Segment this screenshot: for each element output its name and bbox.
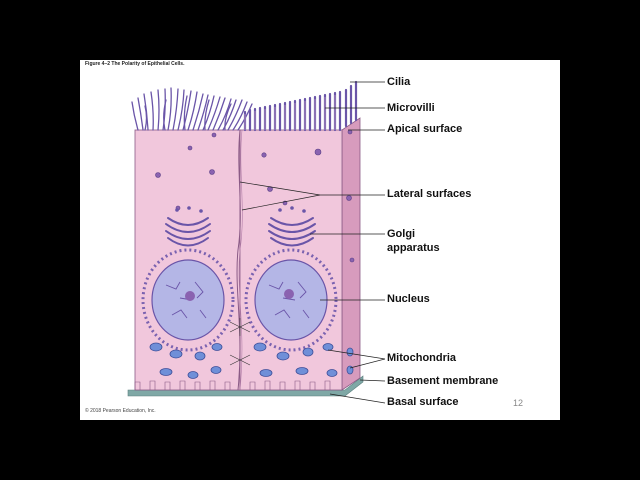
label-golgi: Golgi xyxy=(387,228,415,241)
microvilli xyxy=(245,82,356,130)
nucleus-right xyxy=(255,260,327,340)
epithelial-cells-diagram xyxy=(80,60,560,420)
cilia xyxy=(132,88,252,130)
label-microvilli: Microvilli xyxy=(387,102,435,115)
label-basal-surface: Basal surface xyxy=(387,396,459,409)
label-basement-membrane: Basement membrane xyxy=(387,375,498,388)
nucleus-left xyxy=(152,260,224,340)
copyright-notice: © 2018 Pearson Education, Inc. xyxy=(85,408,156,414)
page-number: 12 xyxy=(513,398,523,408)
slide: Figure 4–2 The Polarity of Epithelial Ce… xyxy=(80,60,560,420)
label-lateral-surfaces: Lateral surfaces xyxy=(387,188,471,201)
label-mitochondria: Mitochondria xyxy=(387,352,456,365)
label-apical-surface: Apical surface xyxy=(387,123,462,136)
label-nucleus: Nucleus xyxy=(387,293,430,306)
label-golgi-apparatus: apparatus xyxy=(387,242,440,255)
label-cilia: Cilia xyxy=(387,76,410,89)
